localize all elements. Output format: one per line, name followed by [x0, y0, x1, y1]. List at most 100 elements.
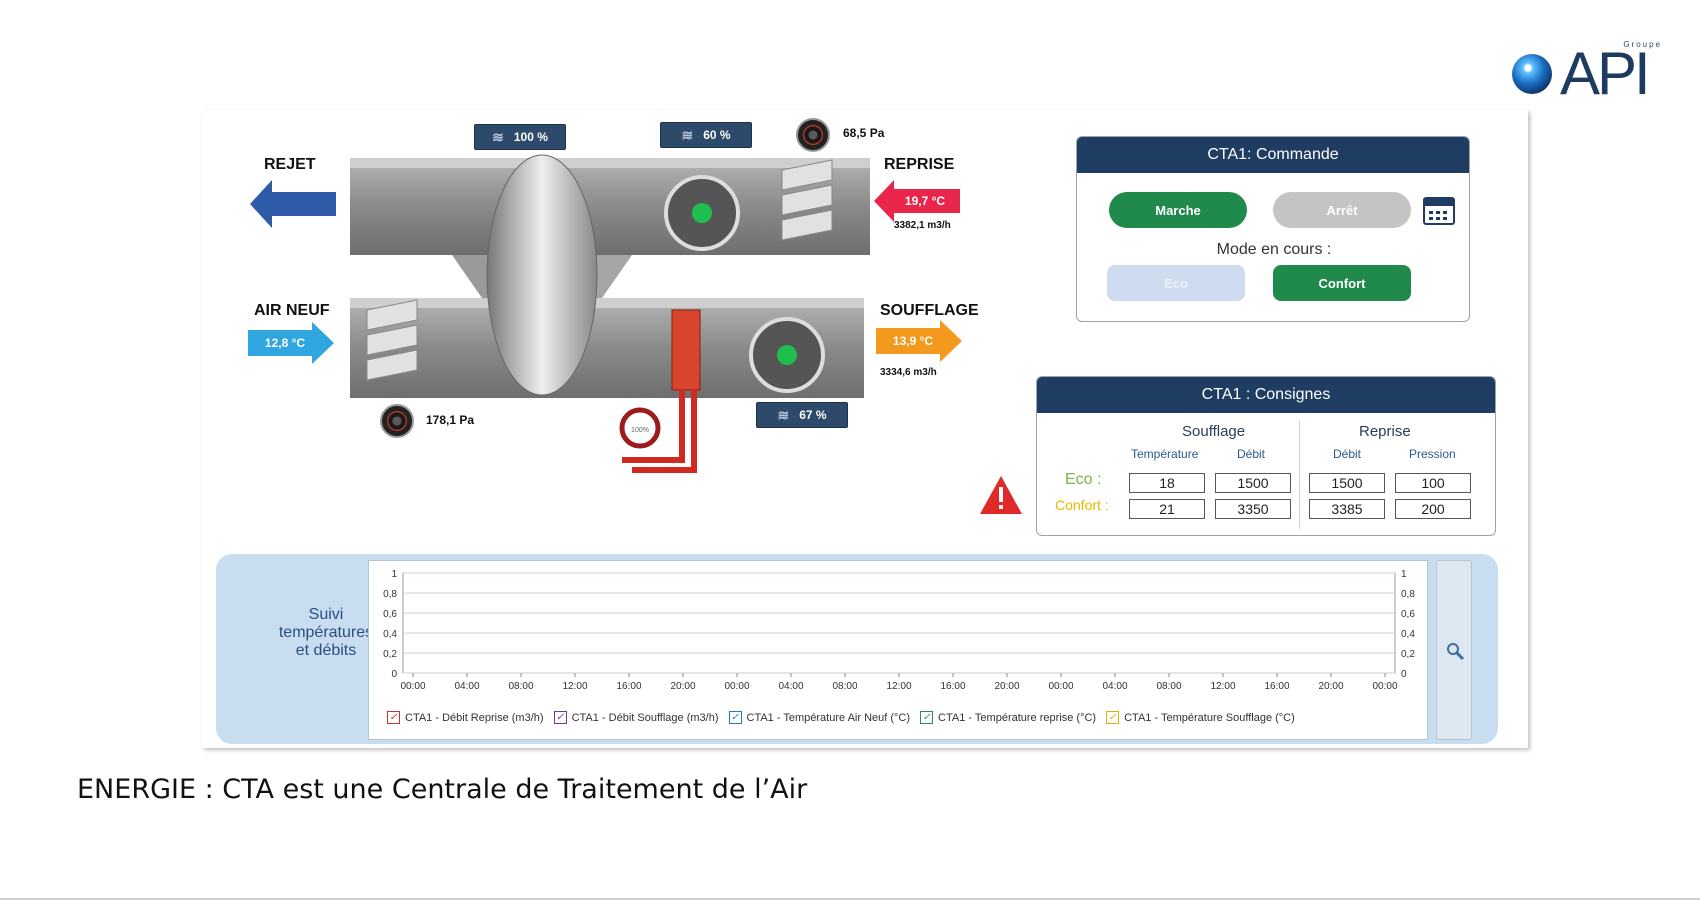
x-tick-label: 08:00: [1156, 681, 1181, 692]
legend-item[interactable]: ✓ CTA1 - Débit Reprise (m3/h): [387, 711, 544, 724]
confort-pression-input[interactable]: 200: [1395, 499, 1471, 519]
pressure-bottom-value: 178,1 Pa: [426, 413, 475, 427]
reprise-arrow: 19,7 °C: [874, 180, 964, 222]
confort-debit-reprise-input[interactable]: 3385: [1309, 499, 1385, 519]
legend-item[interactable]: ✓ CTA1 - Température reprise (°C): [920, 711, 1096, 724]
x-tick-label: 12:00: [562, 681, 587, 692]
top-duct: [350, 158, 870, 255]
legend-label: CTA1 - Débit Reprise (m3/h): [405, 711, 544, 724]
y-tick-label-left: 0,8: [383, 589, 397, 600]
zoom-icon[interactable]: [1445, 641, 1465, 661]
legend-checkbox[interactable]: ✓: [387, 711, 400, 724]
chart-legend: ✓ CTA1 - Débit Reprise (m3/h) ✓CTA1 - Débi…: [387, 711, 1295, 724]
slide-caption: ENERGIE : CTA est une Centrale de Traite…: [77, 774, 808, 805]
marche-button[interactable]: Marche: [1109, 192, 1247, 228]
debit-soufflage-header: Débit: [1237, 447, 1266, 461]
y-tick-label-left: 0: [391, 669, 397, 680]
logo-groupe-text: Groupe: [1623, 40, 1662, 49]
mode-label: Mode en cours :: [1216, 241, 1332, 258]
soufflage-arrow: 13,9 °C: [876, 320, 962, 362]
pressure-top-gauge-icon: [796, 118, 830, 152]
y-tick-label-right: 0: [1401, 669, 1407, 680]
x-tick-label: 08:00: [832, 681, 857, 692]
y-tick-label-right: 0,6: [1401, 609, 1415, 620]
api-logo: Groupe API: [1508, 40, 1668, 106]
eco-temperature-input[interactable]: 18: [1129, 473, 1205, 493]
fresh-air-louvers: [366, 299, 418, 381]
chart-title-line-2: températures: [278, 624, 374, 641]
eco-mode-button[interactable]: Eco: [1107, 265, 1245, 301]
soufflage-label: SOUFFLAGE: [880, 302, 979, 319]
legend-label: CTA1 - Température reprise (°C): [938, 711, 1097, 724]
legend-item[interactable]: ✓ CTA1 - Température Soufflage (°C): [1106, 711, 1295, 724]
pressure-top-value: 68,5 Pa: [843, 126, 885, 140]
legend-checkbox[interactable]: ✓: [728, 711, 742, 724]
x-tick-label: 20:00: [994, 681, 1019, 692]
legend-checkbox[interactable]: ✓: [553, 711, 567, 724]
y-tick-label-right: 0,2: [1401, 649, 1415, 660]
airflow-icon: ≋: [777, 406, 790, 423]
x-tick-label: 04:00: [454, 681, 479, 692]
chart-title-line-3: et débits: [295, 642, 357, 659]
airflow-icon: ≋: [492, 128, 504, 145]
y-tick-label-left: 0,4: [383, 629, 397, 640]
legend-item[interactable]: ✓CTA1 - Débit Soufflage (m3/h): [553, 711, 719, 724]
legend-label: CTA1 - Température Air Neuf (°C): [746, 711, 911, 724]
x-tick-label: 04:00: [778, 681, 803, 692]
x-tick-label: 00:00: [724, 681, 749, 692]
x-tick-label: 04:00: [1102, 681, 1127, 692]
y-tick-label-left: 1: [391, 569, 397, 580]
commande-panel: CTA1: Commande Marche Arrêt Mode en cour…: [1076, 136, 1470, 322]
x-tick-label: 20:00: [1318, 681, 1343, 692]
confort-mode-button[interactable]: Confort: [1273, 265, 1411, 301]
rejet-label: REJET: [264, 156, 316, 173]
damper-bottom-value: 67 %: [799, 408, 827, 422]
x-tick-label: 12:00: [1210, 681, 1235, 692]
soufflage-section-label: Soufflage: [1182, 423, 1246, 440]
legend-label: CTA1 - Température Soufflage (°C): [1124, 711, 1295, 724]
plot-area: [402, 572, 1396, 674]
consignes-panel: CTA1 : Consignes Soufflage Reprise Tempé…: [1036, 376, 1496, 536]
soufflage-arrow-icon: [876, 320, 962, 362]
eco-debit-soufflage-input[interactable]: 1500: [1215, 473, 1291, 493]
scada-screen: 100% ≋100 % ≋60 % ≋67 % 68,5 Pa 178,1 Pa…: [202, 110, 1528, 748]
valve-gauge: [619, 407, 661, 449]
damper-top-mid-value: 60 %: [703, 128, 731, 142]
chart-panel-title: Suivi températures et débits: [266, 606, 386, 660]
y-tick-label-right: 0,4: [1401, 629, 1415, 640]
reprise-flow-value: 3382,1 m3/h: [894, 220, 951, 231]
legend-checkbox[interactable]: ✓: [920, 711, 934, 724]
arret-button[interactable]: Arrêt: [1273, 192, 1411, 228]
eco-pression-input[interactable]: 100: [1395, 473, 1471, 493]
x-tick-label: 00:00: [1048, 681, 1073, 692]
reprise-section-label: Reprise: [1359, 423, 1411, 440]
pression-header: Pression: [1409, 447, 1456, 461]
air-neuf-label: AIR NEUF: [254, 302, 330, 319]
damper-top-left-badge[interactable]: ≋100 %: [474, 124, 566, 150]
x-tick-label: 00:00: [1372, 681, 1397, 692]
return-louvers: [781, 159, 833, 241]
pressure-bottom-gauge-icon: [380, 404, 414, 438]
y-tick-label-right: 1: [1401, 569, 1407, 580]
confort-temperature-input[interactable]: 21: [1129, 499, 1205, 519]
eco-debit-reprise-input[interactable]: 1500: [1309, 473, 1385, 493]
damper-bottom-badge[interactable]: ≋ 67 %: [756, 402, 848, 428]
damper-top-mid-badge[interactable]: ≋60 %: [660, 122, 752, 148]
legend-checkbox[interactable]: ✓: [1106, 711, 1120, 724]
x-tick-label: 08:00: [508, 681, 533, 692]
confort-debit-soufflage-input[interactable]: 3350: [1215, 499, 1291, 519]
soufflage-temp-value: 13,9 °C: [892, 334, 934, 348]
confort-row-label: Confort :: [1055, 497, 1109, 513]
temperature-header: Température: [1131, 447, 1199, 461]
legend-item[interactable]: ✓ CTA1 - Température Air Neuf (°C): [728, 711, 911, 724]
air-neuf-temp-value: 12,8 °C: [264, 336, 306, 350]
logo-globe-icon: [1512, 54, 1552, 94]
calendar-icon[interactable]: [1423, 197, 1455, 225]
ahu-diagram: 100%: [350, 154, 870, 473]
air-neuf-arrow: 12,8 °C: [248, 322, 334, 364]
warning-icon[interactable]: [980, 476, 1022, 514]
